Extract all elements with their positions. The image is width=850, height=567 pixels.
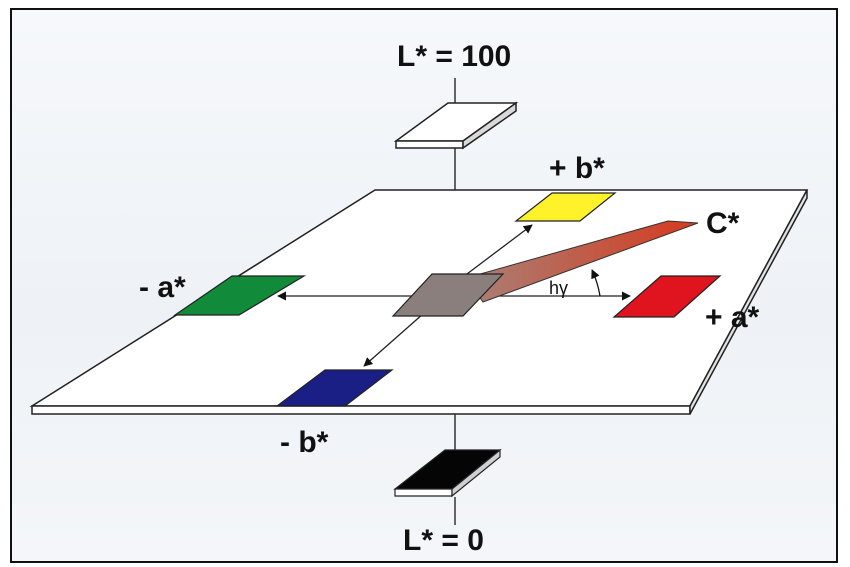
white-patch — [393, 101, 519, 150]
center-neutral-patch — [391, 273, 505, 317]
minus-b-patch — [275, 369, 394, 407]
plus-b-axis — [454, 224, 533, 284]
minus-b-label: - b* — [280, 426, 329, 459]
plus-b-label: + b* — [549, 152, 605, 185]
black-patch — [393, 448, 502, 498]
hue-angle-label: hγ — [549, 278, 569, 298]
hue-angle-arc — [591, 269, 601, 297]
l-0-label: L* = 0 — [403, 524, 484, 557]
plus-a-label: + a* — [705, 301, 760, 334]
plus-a-patch — [612, 275, 722, 318]
chroma-label: C* — [706, 207, 740, 240]
minus-a-label: - a* — [139, 271, 186, 304]
plus-b-patch — [514, 192, 617, 222]
minus-a-patch — [173, 275, 307, 316]
l-100-label: L* = 100 — [397, 40, 512, 73]
